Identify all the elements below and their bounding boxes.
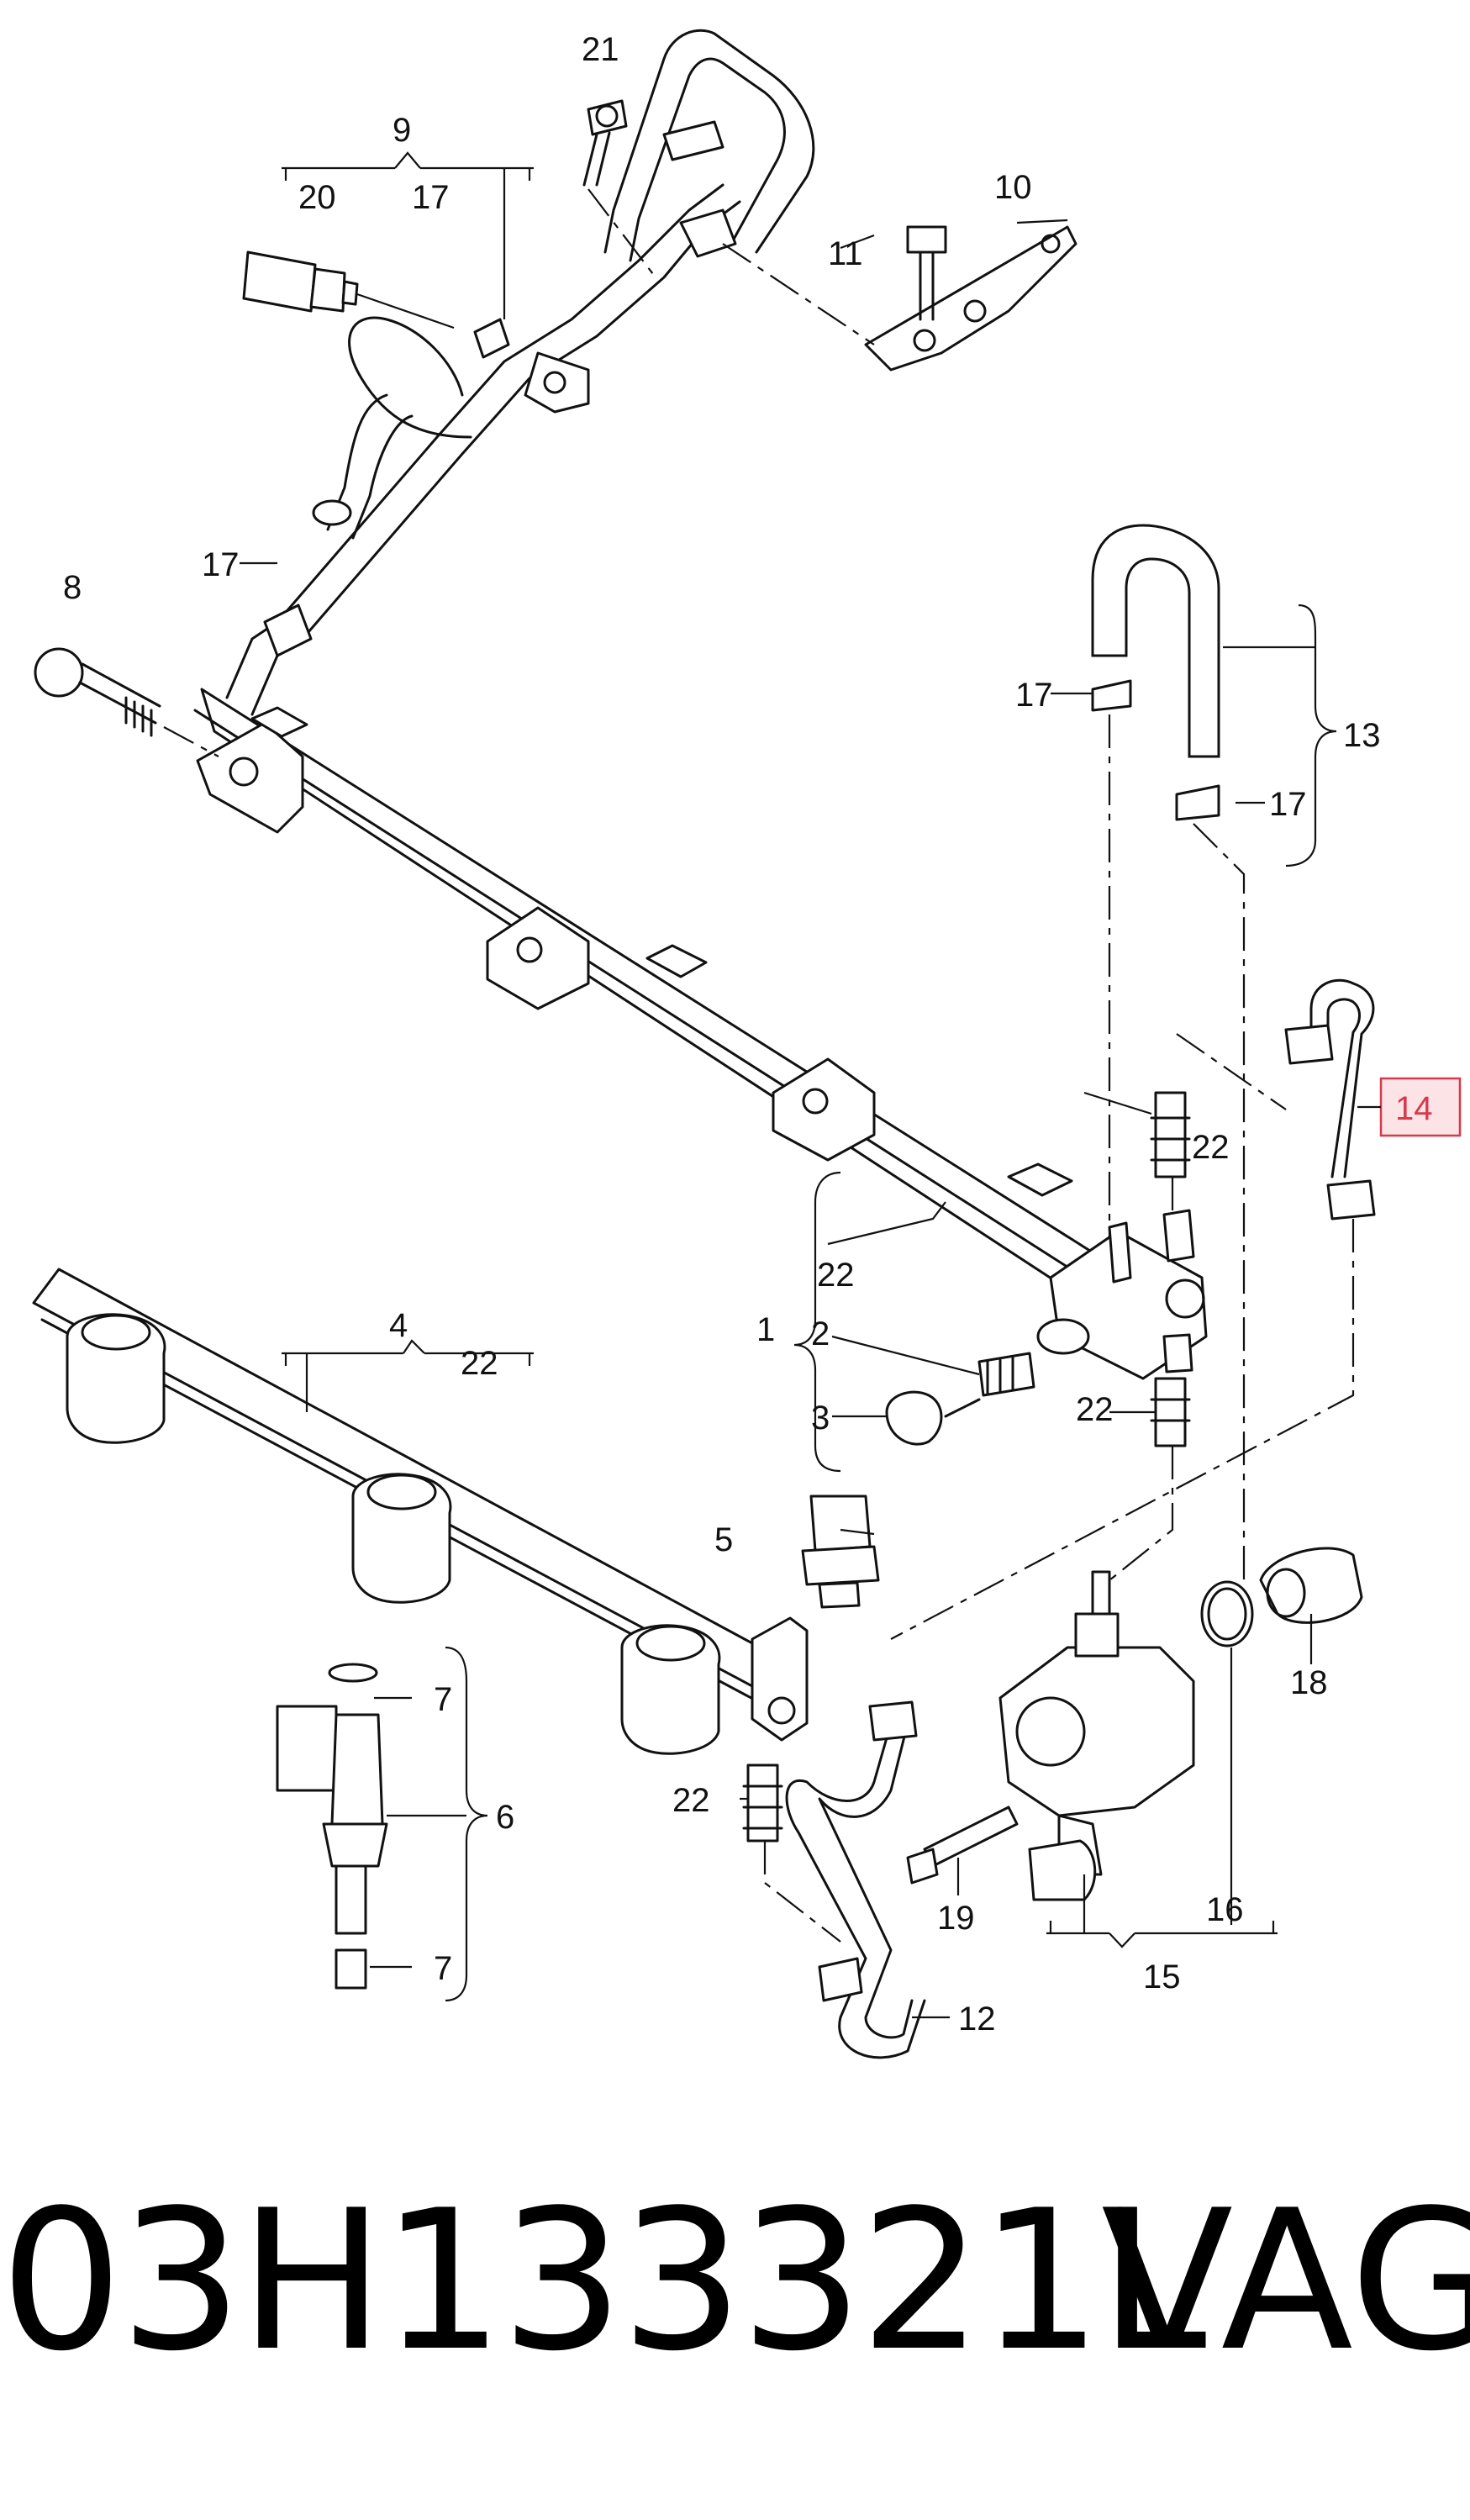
connector-22-lower bbox=[742, 1763, 841, 1943]
callout-17-a: 17 bbox=[412, 179, 450, 216]
part-number: 03H133321L bbox=[0, 2169, 1207, 2394]
connector-22-mid bbox=[1109, 1377, 1191, 1581]
callout-3: 3 bbox=[811, 1400, 830, 1437]
callout-22-d: 22 bbox=[1076, 1391, 1114, 1428]
callout-labels: 21 9 20 17 10 11 17 8 17 13 17 14 22 22 … bbox=[63, 31, 1433, 2038]
bracket-10 bbox=[722, 225, 1077, 372]
callout-20: 20 bbox=[298, 179, 336, 216]
callout-17-b: 17 bbox=[202, 546, 240, 583]
callout-22-e: 22 bbox=[672, 1782, 710, 1819]
hose-13 bbox=[1091, 524, 1246, 1580]
callout-15: 15 bbox=[1143, 1959, 1181, 1995]
callout-22-c: 22 bbox=[461, 1345, 498, 1382]
callout-9: 9 bbox=[393, 112, 411, 149]
fuel-rail-exploded-diagram: 21 9 20 17 10 11 17 8 17 13 17 14 22 22 … bbox=[32, 29, 1462, 2059]
sensor-20 bbox=[242, 250, 455, 329]
callout-22-a: 22 bbox=[1192, 1129, 1230, 1166]
callout-14: 14 bbox=[1395, 1090, 1433, 1127]
callout-8: 8 bbox=[63, 569, 82, 606]
callout-7-b: 7 bbox=[434, 1950, 452, 1987]
vendor-name: VAG bbox=[1101, 2169, 1470, 2394]
callout-16: 16 bbox=[1206, 1891, 1244, 1928]
callout-17-c: 17 bbox=[1015, 677, 1053, 714]
bolt-8 bbox=[34, 647, 219, 757]
callout-10: 10 bbox=[994, 169, 1032, 206]
callout-17-d: 17 bbox=[1269, 786, 1307, 823]
callout-1: 1 bbox=[756, 1311, 775, 1348]
lower-fuel-rail bbox=[32, 1268, 809, 1755]
pipe-14 bbox=[890, 978, 1376, 1640]
highlight-box-14 bbox=[1379, 1077, 1462, 1137]
callout-11: 11 bbox=[828, 235, 863, 272]
callout-7-a: 7 bbox=[434, 1681, 452, 1718]
pressure-sensor-5 bbox=[801, 1495, 880, 1609]
connector-22-top bbox=[1150, 1091, 1191, 1215]
pipe-12 bbox=[785, 1700, 926, 2059]
rail-end-block-1 bbox=[831, 1209, 1208, 1446]
callout-13: 13 bbox=[1343, 717, 1381, 754]
upper-fuel-rail bbox=[193, 688, 1094, 1296]
callout-19: 19 bbox=[937, 1900, 975, 1937]
callout-22-b: 22 bbox=[817, 1257, 855, 1294]
high-pressure-pump-15 bbox=[906, 1547, 1363, 1901]
leader-lines bbox=[240, 151, 1337, 2019]
return-line-assembly bbox=[225, 29, 815, 716]
callout-12: 12 bbox=[958, 2001, 996, 2038]
callout-5: 5 bbox=[714, 1521, 733, 1558]
callout-4: 4 bbox=[389, 1307, 408, 1344]
injector-6 bbox=[276, 1663, 388, 1990]
callout-21: 21 bbox=[582, 31, 619, 68]
callout-6: 6 bbox=[496, 1799, 514, 1836]
callout-18: 18 bbox=[1290, 1664, 1328, 1701]
bolt-21 bbox=[582, 99, 656, 278]
callout-2: 2 bbox=[811, 1315, 830, 1352]
